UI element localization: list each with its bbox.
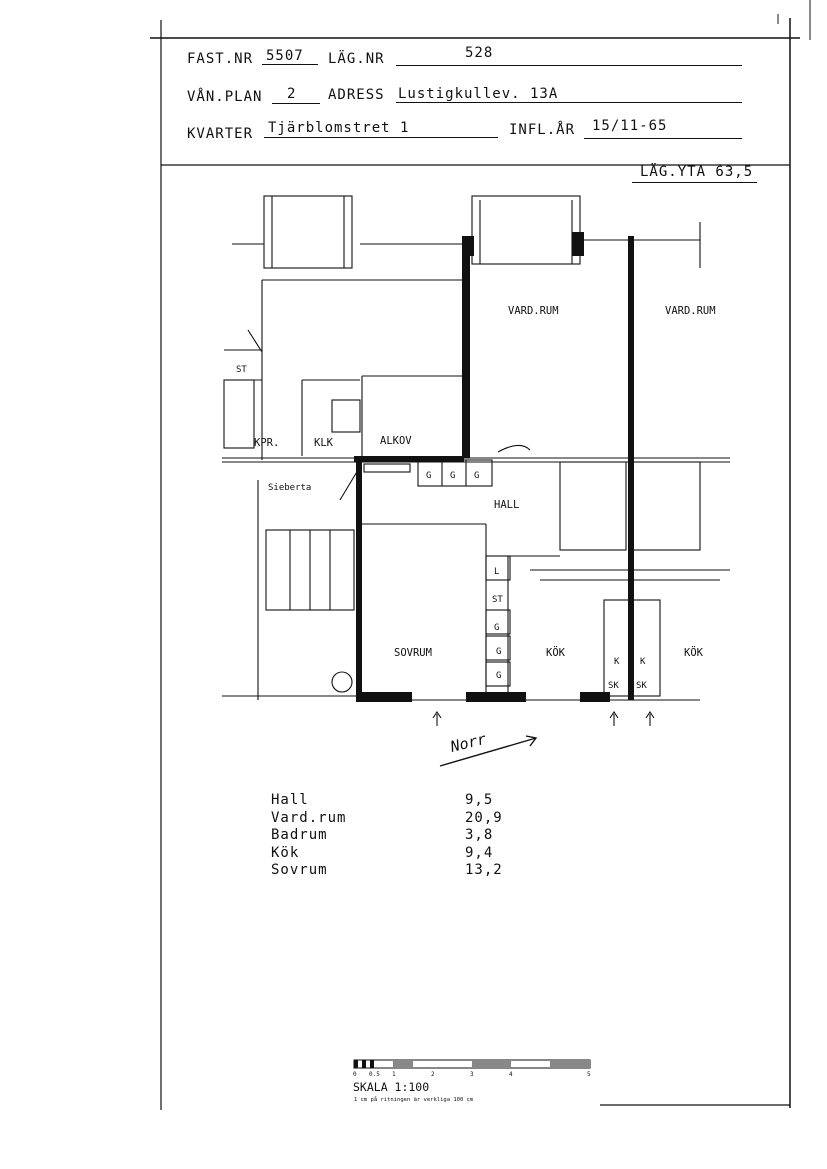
room-sieberta: Sieberta	[268, 483, 311, 493]
adress-value: Lustigkullev. 13A	[398, 86, 559, 102]
scale-bar: 0 0.5 1 2 3 4 5 SKALA 1:100 1 cm på ritn…	[353, 1059, 591, 1103]
kvarter-value: Tjärblomstret 1	[268, 120, 410, 136]
fast-nr-value: 5507	[266, 48, 304, 64]
room-kpr: KPR.	[254, 437, 279, 449]
area-name: Sovrum	[271, 862, 328, 878]
appliance-g-6: G	[496, 671, 501, 681]
appliance-g-5: G	[496, 647, 501, 657]
appliance-g-4: G	[494, 623, 499, 633]
lag-nr-label: LÄG.NR	[328, 51, 385, 67]
scale-tick: 0.5	[369, 1071, 380, 1078]
scale-tick: 3	[470, 1071, 474, 1078]
appliance-sk-2: SK	[636, 681, 647, 691]
scale-tick: 0	[353, 1071, 357, 1078]
floor-plan: VARD.RUM VARD.RUM ALKOV KPR. KLK HALL SO…	[222, 195, 730, 767]
appliance-g-2: G	[450, 471, 455, 481]
room-klk: KLK	[314, 437, 334, 449]
area-value: 9,4	[465, 844, 494, 861]
north-arrow: Norr	[439, 730, 538, 767]
fast-nr-label: FAST.NR	[187, 51, 254, 67]
area-value: 9,5	[465, 792, 494, 808]
scale-tick: 1	[392, 1071, 396, 1078]
room-vardrum-2: VARD.RUM	[665, 305, 716, 317]
scale-tick: 2	[431, 1071, 435, 1078]
scale-tick: 5	[587, 1071, 591, 1078]
van-plan-value: 2	[287, 86, 297, 102]
infl-ar-label: INFL.ÅR	[509, 122, 576, 138]
area-name: Vard.rum	[271, 809, 347, 826]
appliance-k-1: K	[614, 657, 620, 667]
room-hall: HALL	[494, 499, 519, 511]
room-kok-2: KÖK	[684, 646, 704, 659]
area-value: 13,2	[465, 862, 503, 878]
room-st-1: ST	[236, 365, 247, 375]
area-value: 3,8	[465, 827, 494, 843]
van-plan-label: VÅN.PLAN	[187, 89, 263, 105]
room-kok-1: KÖK	[546, 646, 566, 659]
scale-tick: 4	[509, 1071, 513, 1078]
lag-yta: LÄG.YTA 63,5	[640, 164, 754, 180]
scale-label: SKALA 1:100	[353, 1080, 429, 1094]
area-name: Kök	[271, 844, 300, 861]
appliance-g-3: G	[474, 471, 479, 481]
room-sovrum: SOVRUM	[394, 647, 432, 659]
lag-nr-value: 528	[465, 45, 494, 61]
norr-label: Norr	[448, 730, 488, 756]
plan-thin-lines	[222, 195, 730, 701]
area-name: Badrum	[271, 827, 328, 843]
room-l: L	[494, 567, 499, 577]
appliance-k-2: K	[640, 657, 646, 667]
appliance-g-1: G	[426, 471, 431, 481]
kvarter-label: KVARTER	[187, 126, 254, 142]
scale-note: 1 cm på ritningen är verkliga 100 cm	[354, 1096, 474, 1103]
room-alkov: ALKOV	[380, 435, 412, 447]
area-value: 20,9	[465, 809, 503, 826]
adress-label: ADRESS	[328, 87, 385, 103]
infl-ar-value: 15/11-65	[592, 118, 668, 134]
room-vardrum-1: VARD.RUM	[508, 305, 559, 317]
area-name: Hall	[271, 792, 309, 808]
room-st-2: ST	[492, 595, 503, 605]
entry-arrows	[432, 711, 655, 726]
plan-thick-walls	[354, 232, 634, 702]
appliance-sk-1: SK	[608, 681, 619, 691]
